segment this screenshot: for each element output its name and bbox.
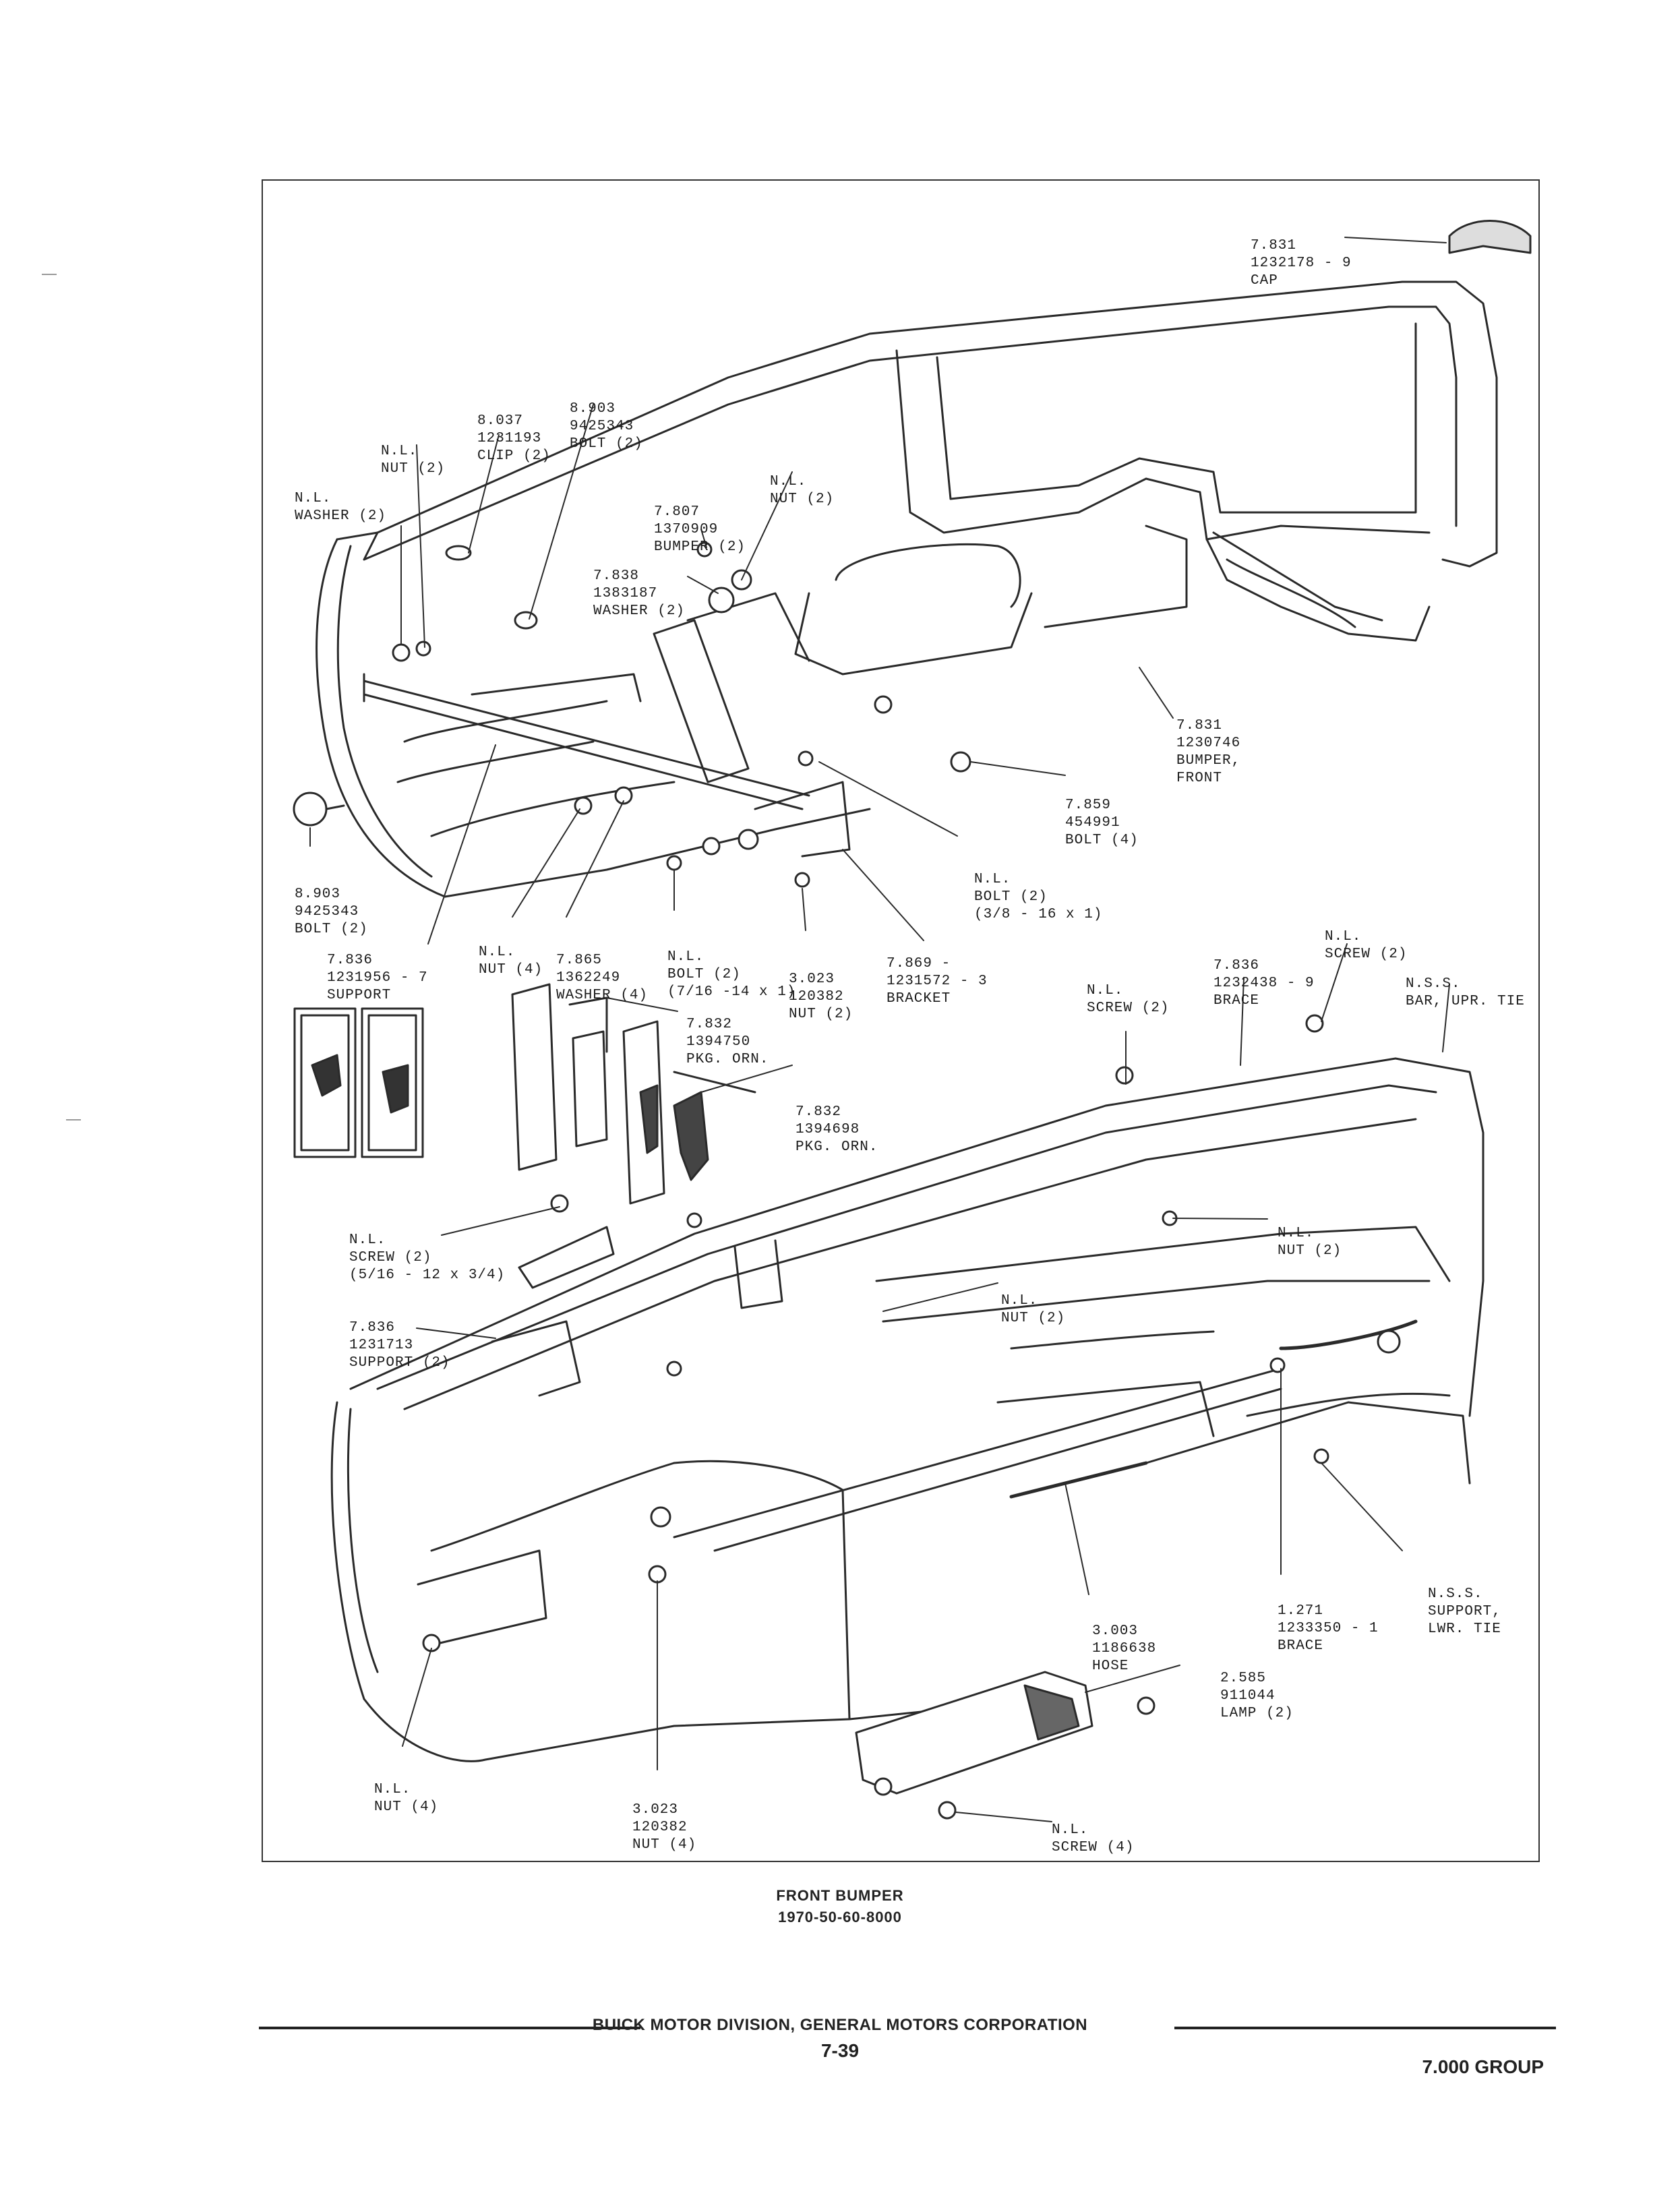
figure-caption: FRONT BUMPER 1970-50-60-8000 <box>0 1885 1680 1928</box>
callout-screw-2-516: N.L.SCREW (2)(5/16 - 12 x 3/4) <box>349 1232 506 1283</box>
callout-screw-2-b: N.L.SCREW (2) <box>1325 929 1408 962</box>
leader-lines <box>309 237 1450 1822</box>
lower-bumper-outline <box>330 1057 1484 1762</box>
lamp-part <box>855 1671 1093 1796</box>
margin-mark <box>66 1119 81 1121</box>
footer-rule-right <box>1174 2027 1556 2029</box>
braces-and-hose <box>673 1319 1418 1552</box>
footer-group: 7.000 GROUP <box>1422 2056 1544 2077</box>
callout-screw-4: N.L.SCREW (4) <box>1052 1822 1135 1855</box>
callout-tie-bar: N.S.S.BAR, UPR. TIE <box>1406 976 1525 1009</box>
callout-washer-2: N.L.WASHER (2) <box>295 491 387 524</box>
callout-nut-2-left: N.L.NUT (2) <box>381 444 446 477</box>
callout-bolt-2-716: N.L.BOLT (2)(7/16 -14 x 1) <box>667 949 796 1000</box>
callout-screw-2-a: N.L.SCREW (2) <box>1087 983 1170 1016</box>
caption-title: FRONT BUMPER <box>776 1887 904 1904</box>
callout-nut-2-right: N.L.NUT (2) <box>1278 1226 1342 1259</box>
margin-mark <box>42 274 57 275</box>
callout-nut-2-center: N.L.NUT (2) <box>1001 1293 1066 1326</box>
diagram-frame <box>262 179 1540 1862</box>
page-number: 7-39 <box>820 2040 860 2061</box>
callout-nut-4: N.L.NUT (4) <box>479 945 543 978</box>
callout-nut-4-bottom: N.L.NUT (4) <box>374 1782 439 1815</box>
callout-bolt-2-nl: N.L.BOLT (2)(3/8 - 16 x 1) <box>974 872 1103 922</box>
caption-code: 1970-50-60-8000 <box>778 1909 902 1925</box>
cap-part <box>1448 220 1532 254</box>
callout-lwr-tie: N.S.S.SUPPORT,LWR. TIE <box>1428 1586 1501 1637</box>
support-bracket-part <box>491 1226 615 1397</box>
upper-bumper-outline <box>316 280 1498 898</box>
callout-nut-2-mid: N.L.NUT (2) <box>770 474 835 507</box>
footer-rule-left <box>259 2027 640 2029</box>
support-rod <box>363 673 810 810</box>
pkg-orn-parts <box>293 983 756 1205</box>
footer-company: BUICK MOTOR DIVISION, GENERAL MOTORS COR… <box>592 2016 1088 2034</box>
